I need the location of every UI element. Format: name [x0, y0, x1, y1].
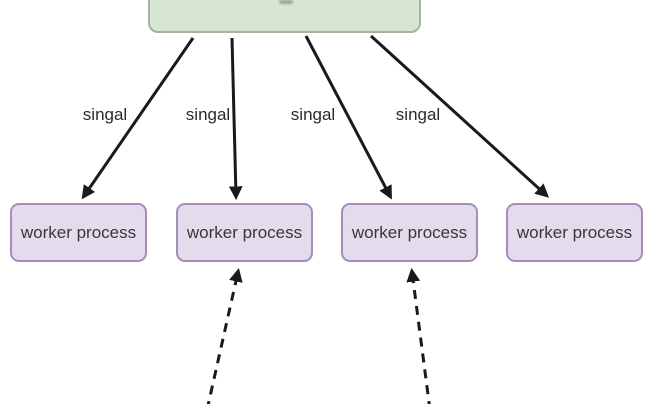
worker-process-node-2: worker process [176, 203, 313, 262]
signal-arrow-2 [228, 37, 243, 201]
edge-label-singal-3: singal [290, 105, 336, 124]
worker-process-label: worker process [516, 222, 633, 242]
worker-process-node-3: worker process [341, 203, 478, 262]
dashed-arrow-1 [206, 267, 243, 404]
dashed-arrow-2 [406, 267, 431, 404]
worker-process-label: worker process [186, 222, 303, 242]
worker-process-label: worker process [351, 222, 468, 242]
edge-label-singal-1: singal [82, 105, 128, 124]
worker-process-node-1: worker process [10, 203, 147, 262]
edge-label-singal-2: singal [185, 105, 231, 124]
top-node [148, 0, 421, 33]
edge-label-singal-4: singal [395, 105, 441, 124]
top-node-text-fragment [279, 0, 293, 4]
worker-process-label: worker process [20, 222, 137, 242]
worker-process-node-4: worker process [506, 203, 643, 262]
